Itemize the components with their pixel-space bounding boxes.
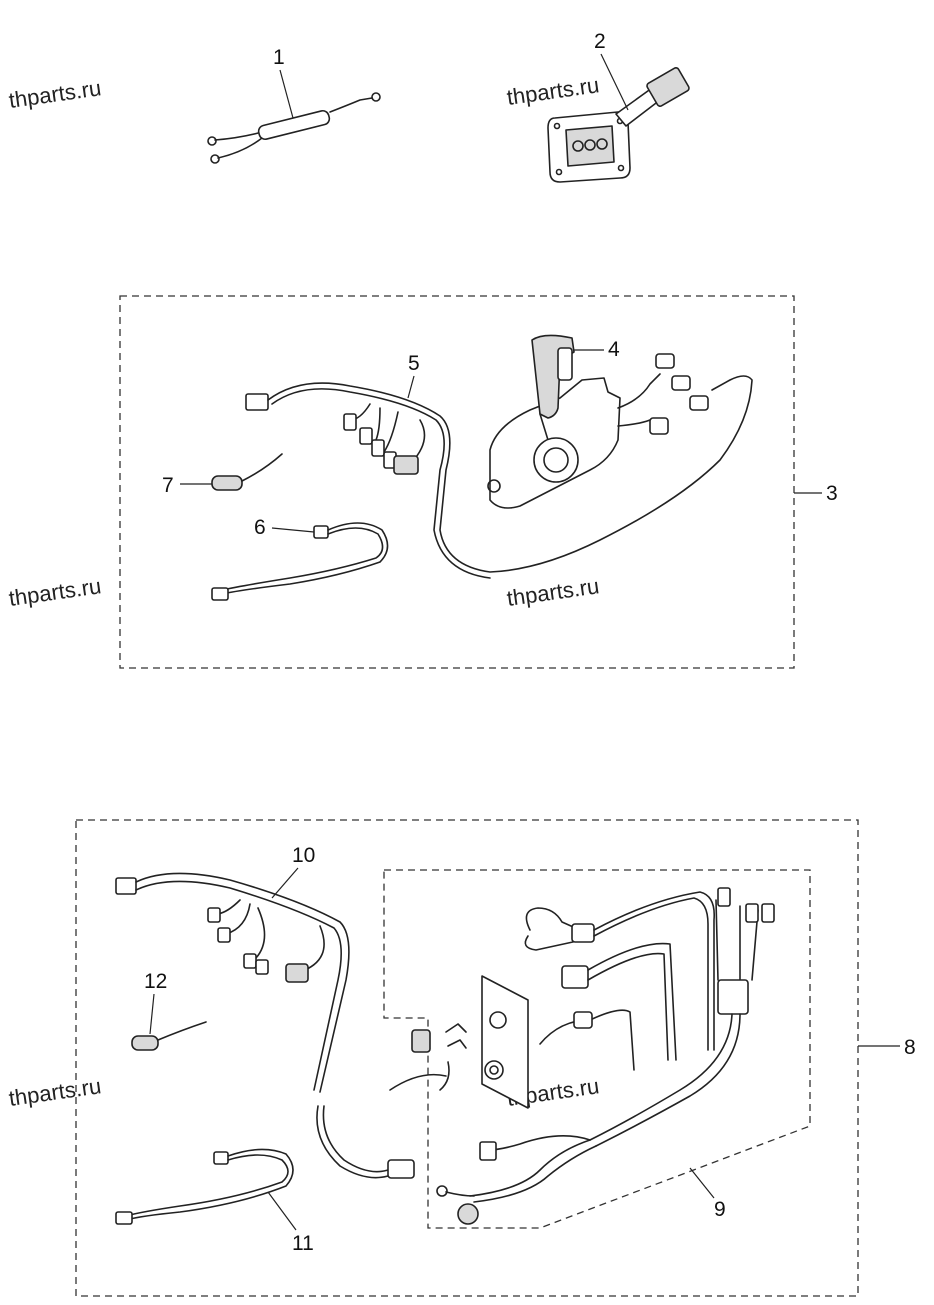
assembly-8-boundary — [75, 819, 859, 1297]
callout-7: 7 — [162, 474, 174, 497]
part-2-switch-panel — [547, 67, 690, 183]
part-12-connector-cap — [131, 1021, 207, 1051]
leader-12 — [149, 993, 155, 1035]
callout-9: 9 — [714, 1198, 726, 1221]
part-7-connector-cap — [211, 453, 283, 491]
callout-3: 3 — [826, 482, 838, 505]
part-9-switch-panel-harness — [389, 887, 775, 1225]
watermark-5: thparts.ru — [7, 1073, 103, 1111]
leader-6 — [271, 527, 315, 533]
part-6-lead-wire — [211, 522, 389, 601]
callout-8: 8 — [904, 1036, 916, 1059]
watermark-3: thparts.ru — [7, 573, 103, 611]
callout-4: 4 — [608, 338, 620, 361]
part-5-main-harness — [245, 375, 753, 579]
leader-1 — [279, 69, 294, 119]
watermark-1: thparts.ru — [7, 75, 103, 113]
part-11-lead-wire — [115, 1148, 294, 1225]
leader-9 — [689, 1167, 715, 1199]
leader-2 — [600, 53, 629, 111]
callout-5: 5 — [408, 352, 420, 375]
leader-5 — [407, 375, 415, 399]
callout-1: 1 — [273, 46, 285, 69]
sub-assembly-9-boundary — [383, 869, 811, 1229]
watermark-2: thparts.ru — [505, 72, 601, 110]
part-1-lead-wire — [207, 92, 381, 164]
callout-2: 2 — [594, 30, 606, 53]
part-10-harness — [115, 872, 415, 1179]
leader-10 — [271, 867, 299, 899]
callout-6: 6 — [254, 516, 266, 539]
callout-10: 10 — [292, 844, 315, 867]
leader-11 — [267, 1191, 297, 1231]
callout-11: 11 — [292, 1232, 314, 1255]
assembly-3-boundary — [119, 295, 795, 669]
part-4-remote-control-box — [487, 334, 709, 509]
watermark-4: thparts.ru — [505, 573, 601, 611]
callout-12: 12 — [144, 970, 167, 993]
